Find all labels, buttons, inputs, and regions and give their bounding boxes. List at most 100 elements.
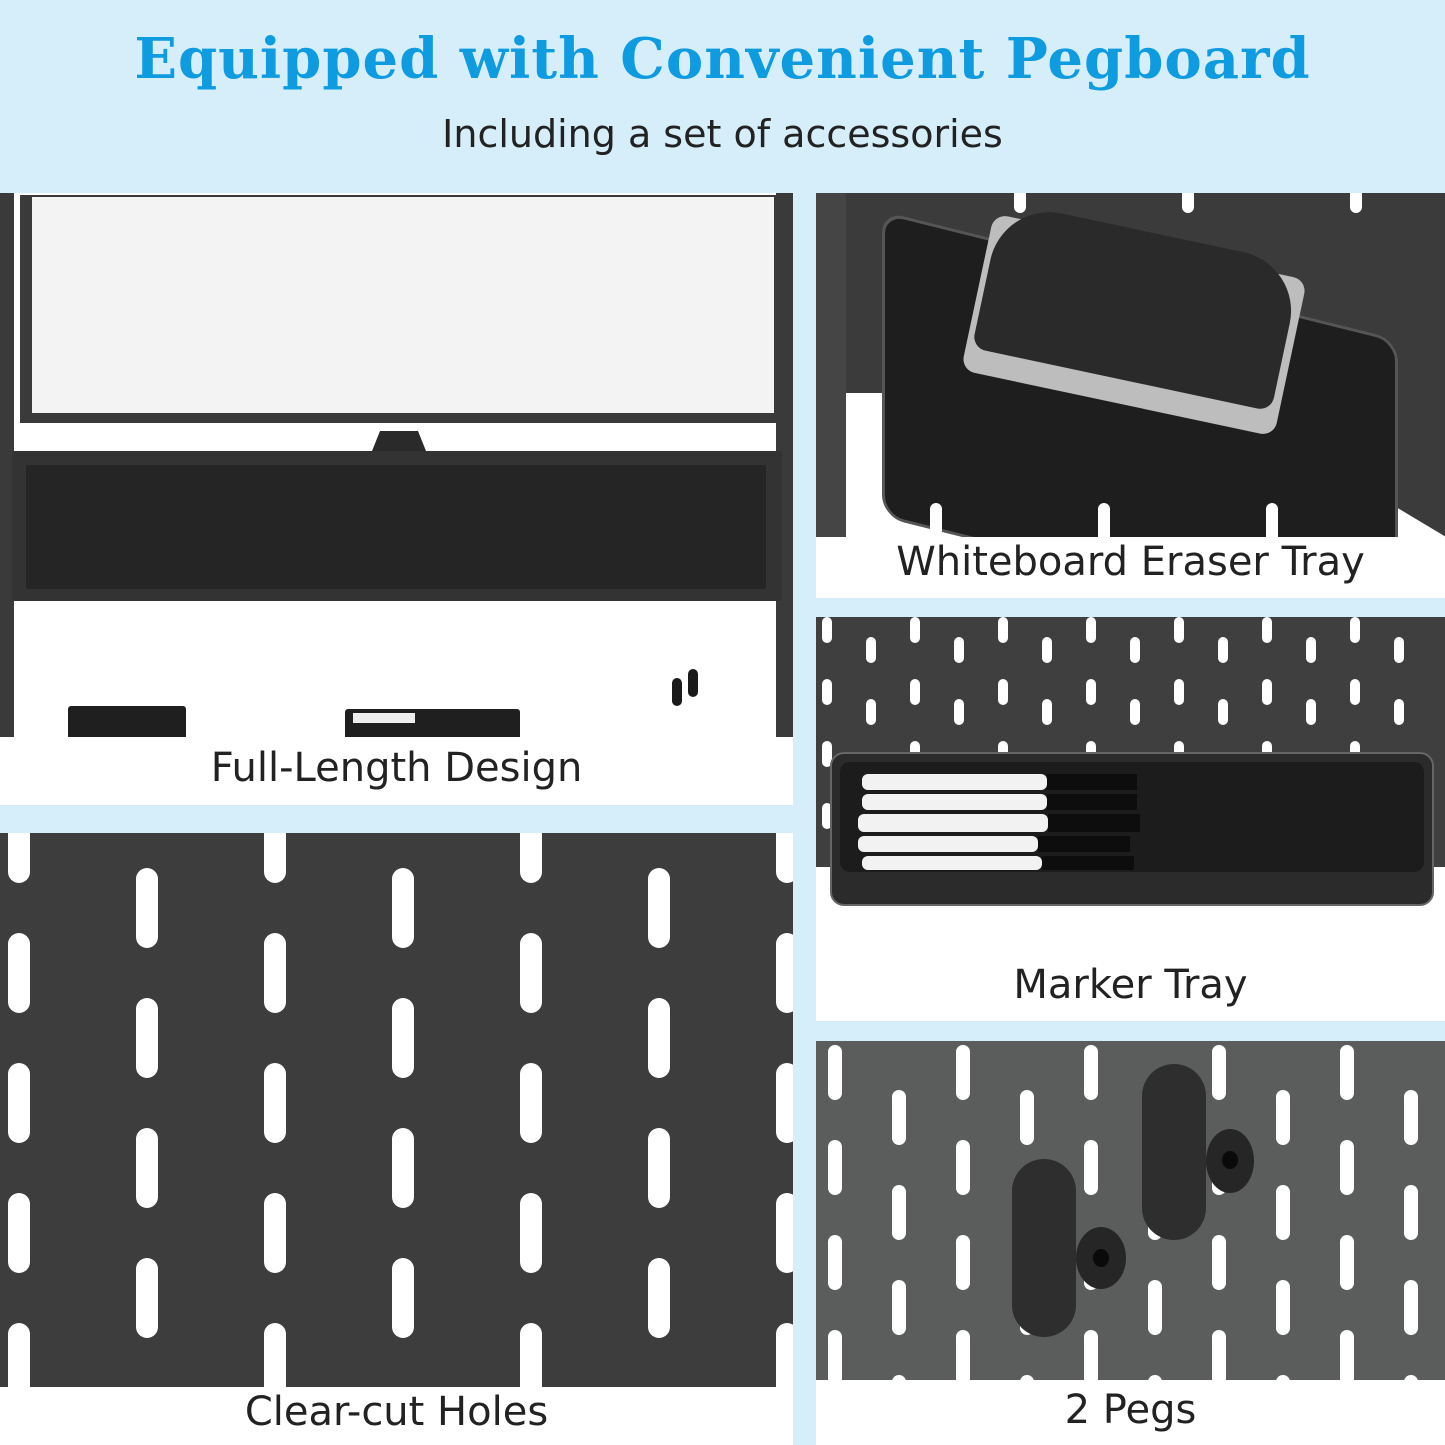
pegboard-slot	[1276, 1375, 1290, 1380]
pegboard-slot	[548, 723, 552, 733]
pegboard-slot	[598, 705, 601, 715]
pegboard-slot	[114, 663, 118, 673]
pegboard-slot	[89, 663, 93, 673]
pegboard-slot	[64, 717, 68, 727]
pegboard-slot	[412, 699, 415, 709]
pegboard-slot	[139, 699, 143, 709]
pegboard-slot	[250, 687, 254, 697]
pegboard-slot	[498, 687, 502, 697]
pegboard-slot	[660, 699, 663, 709]
pegboard-slot	[486, 681, 490, 691]
pegboard-slot	[548, 669, 552, 679]
pegboard-slot	[250, 705, 254, 715]
pegboard-slot	[1086, 617, 1096, 643]
peg-icon	[1012, 1159, 1076, 1337]
pegboard-slot	[436, 699, 440, 709]
pegboard-slot	[523, 705, 527, 715]
pegboard-slot	[684, 681, 688, 691]
pegboard-slot	[511, 699, 515, 709]
pegboard-slot	[300, 687, 304, 697]
pegboard-slot	[387, 699, 391, 709]
pegboard-slot	[648, 1128, 670, 1208]
pegboard-slot	[201, 687, 205, 697]
pegboard-slot	[1340, 1235, 1354, 1290]
peg-icon	[672, 678, 682, 706]
pegboard-slot	[635, 663, 639, 673]
pegboard-slot	[776, 833, 793, 883]
pegboard-slot	[560, 735, 564, 737]
pegboard-slot	[362, 699, 366, 709]
pegboard-slot	[536, 717, 539, 727]
pegboard-slot	[734, 735, 738, 737]
pegboard-slot	[585, 681, 589, 691]
pegboard-slot	[337, 717, 341, 727]
pegboard-slot	[647, 723, 651, 733]
pegboard-slot	[102, 669, 105, 679]
pegboard-slot	[213, 663, 217, 673]
pegboard-slot	[164, 699, 167, 709]
pegboard-slot	[264, 933, 286, 1013]
pegboard-slot	[647, 687, 651, 697]
peg-knob-icon	[1206, 1129, 1254, 1193]
pegboard-slot	[1262, 617, 1272, 643]
pegboard-slot	[776, 1323, 793, 1387]
pegboard-slot	[114, 681, 118, 691]
pegboard-slot	[1098, 503, 1110, 537]
pegboard-slot	[201, 705, 205, 715]
pegboard-slot	[776, 1063, 793, 1143]
pegboard-slot	[684, 663, 688, 673]
pegboard-slot	[635, 681, 639, 691]
pegboard-slot	[325, 669, 329, 679]
pegboard-slot	[312, 735, 316, 737]
pegboard-slot	[213, 681, 217, 691]
pegboard-slot	[275, 687, 279, 697]
page-subtitle: Including a set of accessories	[442, 112, 1003, 156]
pegboard-slot	[610, 735, 614, 737]
pegboard-slot	[536, 735, 539, 737]
pegboard-slot	[136, 1258, 158, 1338]
pegboard-slot	[709, 699, 713, 709]
pegboard-slot	[956, 1045, 970, 1100]
pegboard-slot	[136, 1128, 158, 1208]
pegboard-slot	[1020, 1090, 1034, 1145]
peg-knob-icon	[1076, 1227, 1126, 1289]
pegboard-slot	[1148, 1375, 1162, 1380]
pegboard-slot	[722, 705, 725, 715]
panel-clear-cut-holes: Clear-cut Holes	[0, 833, 793, 1445]
pegboard-slot	[548, 687, 552, 697]
pegboard-slot	[573, 705, 577, 715]
pegboard-slot	[1174, 617, 1184, 643]
pegboard-slot	[8, 1323, 30, 1387]
pegboard-slot	[337, 663, 341, 673]
pegboard-slot	[622, 705, 626, 715]
pegboard-slot	[275, 723, 279, 733]
pegboard-slot	[648, 1258, 670, 1338]
pegboard-slot	[263, 663, 267, 673]
marker-tray-icon	[830, 752, 1434, 906]
pegboard-slot	[250, 669, 254, 679]
pegboard-slot	[998, 617, 1008, 643]
pegboard-slot	[188, 663, 192, 673]
pegboard-slot	[1340, 1330, 1354, 1380]
pegboard-slot	[238, 735, 242, 737]
pegboard-slot	[520, 833, 542, 883]
pegboard-slot	[399, 669, 403, 679]
pegboard-slot	[238, 699, 242, 709]
pegboard-slot	[866, 699, 876, 725]
pegboard-slot	[866, 637, 876, 663]
pegboard-slot	[1340, 1045, 1354, 1100]
pegboard-slot	[1130, 637, 1140, 663]
pegboard-slot	[828, 1045, 842, 1100]
pegboard-slot	[1182, 193, 1194, 213]
pegboard-slot	[722, 669, 725, 679]
pegboard-slot	[828, 1235, 842, 1290]
pegboard-slot	[1350, 617, 1360, 643]
pegboard-slot	[387, 663, 391, 673]
page-title: Equipped with Convenient Pegboard	[134, 26, 1311, 92]
pegboard-slot	[822, 803, 832, 829]
pegboard-slot	[136, 868, 158, 948]
pegboard-slot	[1404, 1280, 1418, 1335]
pegboard-slot	[573, 669, 577, 679]
pegboard-slot	[684, 717, 688, 727]
pegboard-slot	[102, 687, 105, 697]
